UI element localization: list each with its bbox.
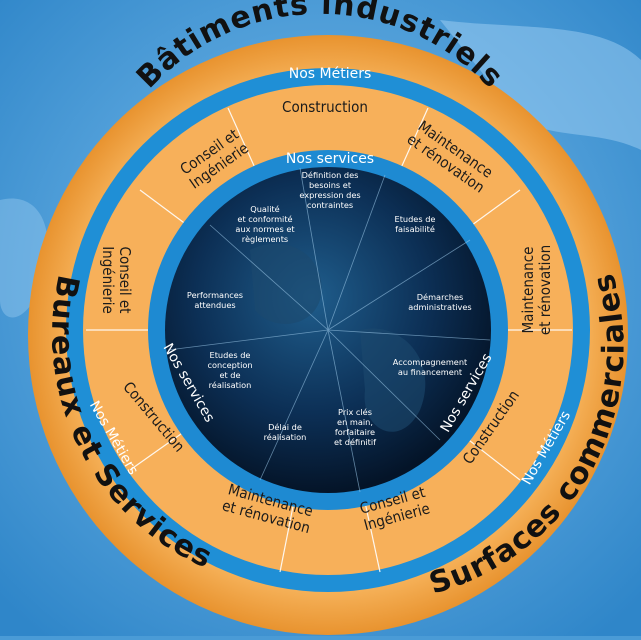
metier-left-conseil-text: Conseil et bbox=[116, 247, 134, 314]
service-item-line: aux normes et bbox=[235, 224, 295, 234]
service-item-line: Qualité bbox=[250, 204, 279, 214]
service-item-line: en main, bbox=[337, 417, 373, 427]
service-item-line: et conformité bbox=[237, 214, 292, 224]
service-item-line: expression des bbox=[299, 190, 360, 200]
service-item-line: réalisation bbox=[264, 432, 307, 442]
service-item-line: conception bbox=[207, 360, 252, 370]
service-item-line: contraintes bbox=[307, 200, 353, 210]
service-item-line: et de bbox=[219, 370, 240, 380]
metier-left-conseil-text: Ingénierie bbox=[99, 246, 117, 314]
service-item-line: Délai de bbox=[268, 422, 302, 432]
service-item-line: Performances bbox=[187, 290, 243, 300]
metier-right-maintenance-text: et rénovation bbox=[536, 245, 554, 335]
service-item-line: au financement bbox=[398, 367, 463, 377]
globe-dividers bbox=[167, 167, 491, 493]
service-item-line: faisabilité bbox=[395, 224, 435, 234]
service-item-line: Prix clés bbox=[338, 407, 372, 417]
service-item-line: administratives bbox=[408, 302, 471, 312]
metiers-label-top: Nos Métiers bbox=[289, 66, 372, 82]
services-label-top: Nos services bbox=[286, 151, 374, 167]
globe-continent bbox=[250, 243, 322, 324]
service-item-line: et définitif bbox=[334, 437, 377, 447]
service-item-line: Définition des bbox=[302, 170, 359, 180]
service-item-line: Accompagnement bbox=[393, 357, 468, 367]
service-item-line: Démarches bbox=[417, 292, 464, 302]
service-item-line: besoins et bbox=[309, 180, 352, 190]
metier-left-conseil: Conseil et Ingénierie bbox=[99, 246, 134, 314]
background-landmass bbox=[440, 20, 641, 150]
service-item-line: forfaitaire bbox=[335, 427, 375, 437]
service-item-line: réalisation bbox=[209, 380, 252, 390]
service-item-line: Etudes de bbox=[210, 350, 251, 360]
service-item-line: règlements bbox=[242, 234, 288, 244]
metier-top-construction: Construction bbox=[282, 98, 368, 116]
service-item-line: attendues bbox=[194, 300, 235, 310]
globe-continent bbox=[360, 328, 426, 432]
metier-right-maintenance: Maintenance et rénovation bbox=[519, 245, 554, 335]
service-item-line: Etudes de bbox=[395, 214, 436, 224]
metier-right-maintenance-text: Maintenance bbox=[519, 247, 537, 334]
